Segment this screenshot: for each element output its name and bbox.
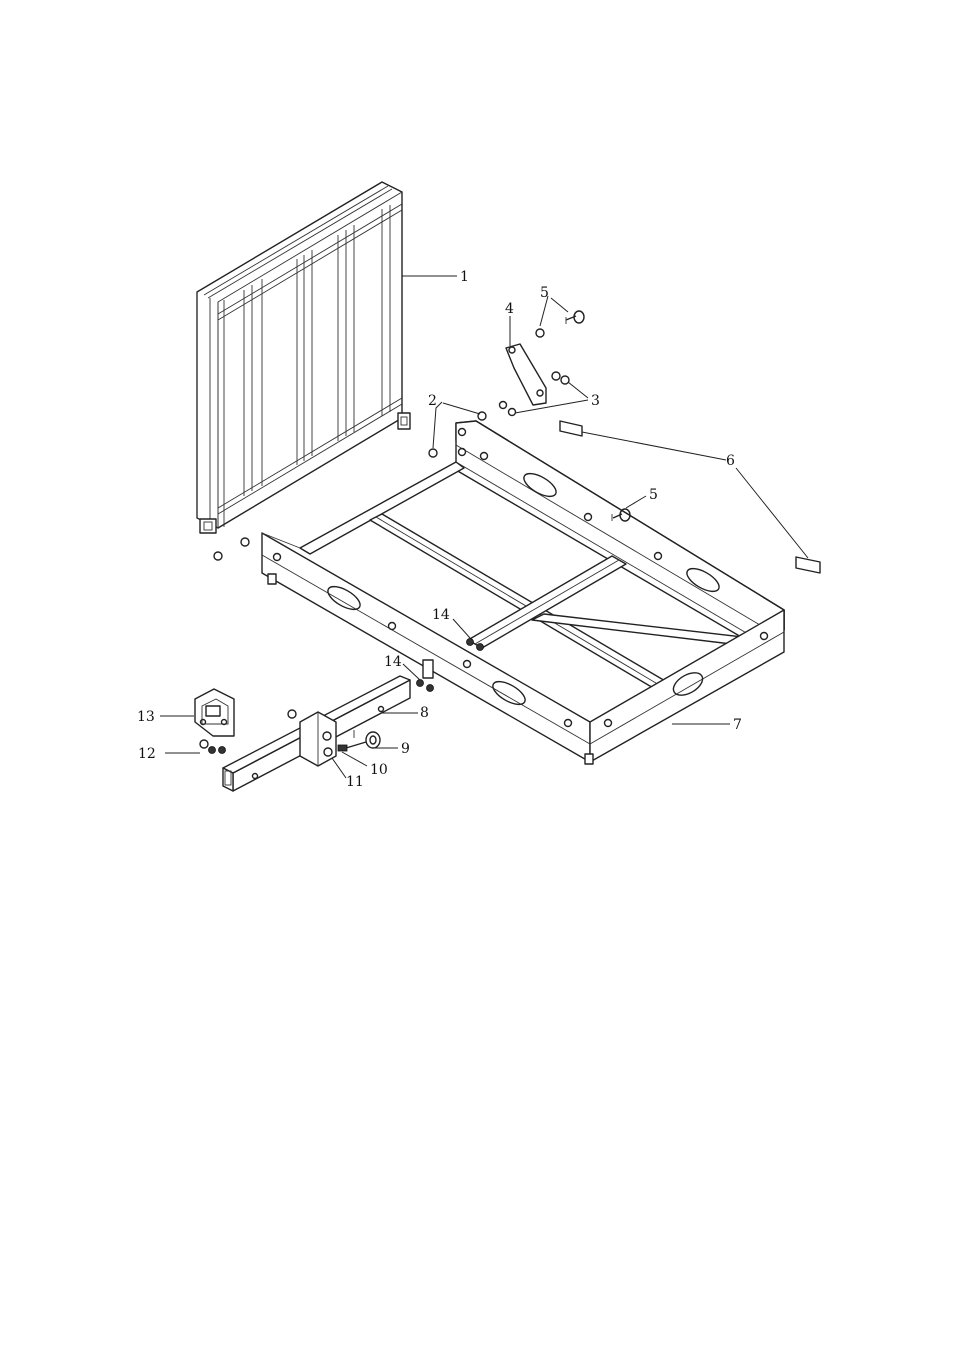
callout-12: 12 (138, 746, 156, 762)
callout-1: 1 (460, 269, 469, 285)
callout-4: 4 (505, 301, 514, 317)
hitch-pin (346, 730, 380, 748)
callout-2: 2 (428, 393, 437, 409)
gate-nuts (214, 538, 249, 560)
mounting-bracket (195, 689, 234, 736)
hitch-bolt (338, 745, 347, 751)
callout-7: 7 (733, 717, 742, 733)
gate-frame (197, 182, 410, 533)
callout-5-upper: 5 (540, 285, 549, 301)
callout-10: 10 (370, 762, 388, 778)
callout-13: 13 (137, 709, 155, 725)
callout-14-lower: 14 (384, 654, 402, 670)
callout-14-upper: 14 (432, 607, 450, 623)
bracket-bolts (200, 740, 226, 754)
callout-11: 11 (346, 774, 364, 790)
callout-3: 3 (591, 393, 600, 409)
callout-6: 6 (726, 453, 735, 469)
warning-plate-upper (560, 421, 582, 436)
hitch-nut (324, 748, 332, 756)
lock-pin-upper (566, 311, 584, 324)
callout-9: 9 (401, 741, 410, 757)
hinge-bracket (506, 344, 546, 405)
callout-5-lower: 5 (649, 487, 658, 503)
warning-plate-lower (796, 557, 820, 573)
callout-8: 8 (420, 705, 429, 721)
